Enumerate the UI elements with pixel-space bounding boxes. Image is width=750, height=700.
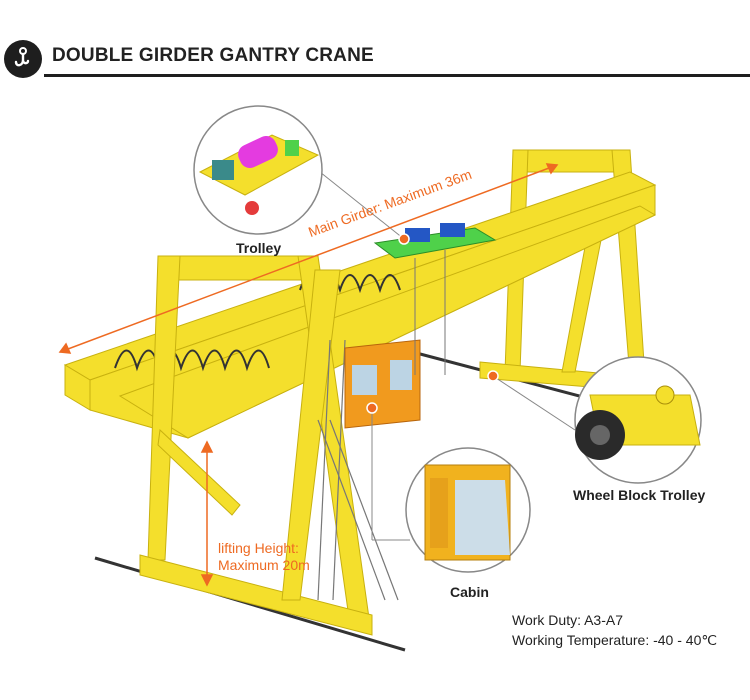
lifting-height-value: Maximum 20m	[218, 557, 310, 573]
cabin-label: Cabin	[450, 584, 489, 600]
hoist-trolley	[373, 223, 497, 375]
header-divider	[44, 74, 750, 77]
near-leg-frame	[139, 255, 373, 636]
cabin-detail-bubble	[405, 447, 531, 573]
page-title: DOUBLE GIRDER GANTRY CRANE	[52, 45, 374, 66]
cabin-on-crane	[344, 339, 421, 429]
crane-hook-icon	[4, 40, 42, 78]
work-duty-spec: Work Duty: A3-A7	[512, 612, 624, 628]
callout-dots	[366, 233, 499, 414]
working-temperature-spec: Working Temperature: -40 - 40℃	[512, 632, 718, 648]
ladder	[317, 339, 399, 601]
dimension-arrows	[58, 163, 559, 587]
main-girders	[63, 171, 657, 439]
trolley-label: Trolley	[236, 240, 282, 256]
wheel-block-trolley-label: Wheel Block Trolley	[573, 487, 706, 503]
trolley-detail-bubble	[193, 105, 323, 235]
wheel-block-detail-bubble	[574, 356, 702, 484]
lifting-height-label: lifting Height:	[218, 540, 299, 556]
header: DOUBLE GIRDER GANTRY CRANE	[0, 0, 750, 80]
